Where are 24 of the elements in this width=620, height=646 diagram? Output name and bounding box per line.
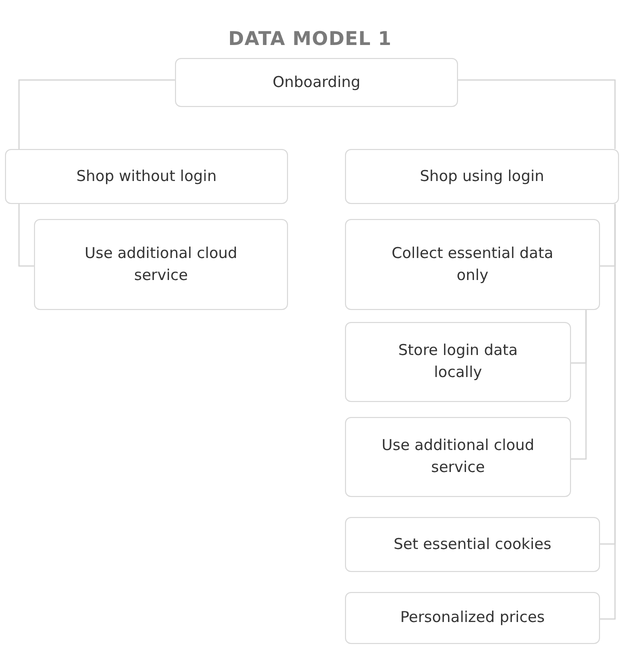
step-label: Shop using login	[420, 166, 544, 187]
step-box	[345, 322, 571, 402]
step-box	[34, 219, 288, 310]
step-box	[175, 58, 458, 107]
step-label: Personalized prices	[400, 607, 545, 628]
step-label: Shop without login	[76, 166, 217, 187]
step-label: Use additional cloud service	[84, 242, 238, 286]
step-label: Collect essential data only	[390, 242, 554, 286]
step-box	[5, 149, 288, 204]
step-label: Onboarding	[272, 72, 360, 93]
step-box	[345, 517, 600, 572]
connector-line	[571, 310, 587, 460]
step-label: Use additional cloud service	[380, 435, 536, 478]
connector-line	[458, 79, 616, 149]
step-box	[345, 149, 619, 204]
step-label: Store login data locally	[397, 340, 519, 383]
step-box	[345, 592, 600, 644]
step-box	[345, 219, 600, 310]
connector-line	[18, 79, 175, 149]
step-label: Set essential cookies	[394, 534, 552, 555]
step-box	[345, 417, 571, 497]
connector-line	[18, 204, 34, 267]
diagram-title: DATA MODEL 1	[227, 28, 393, 50]
connector-line	[600, 204, 616, 620]
